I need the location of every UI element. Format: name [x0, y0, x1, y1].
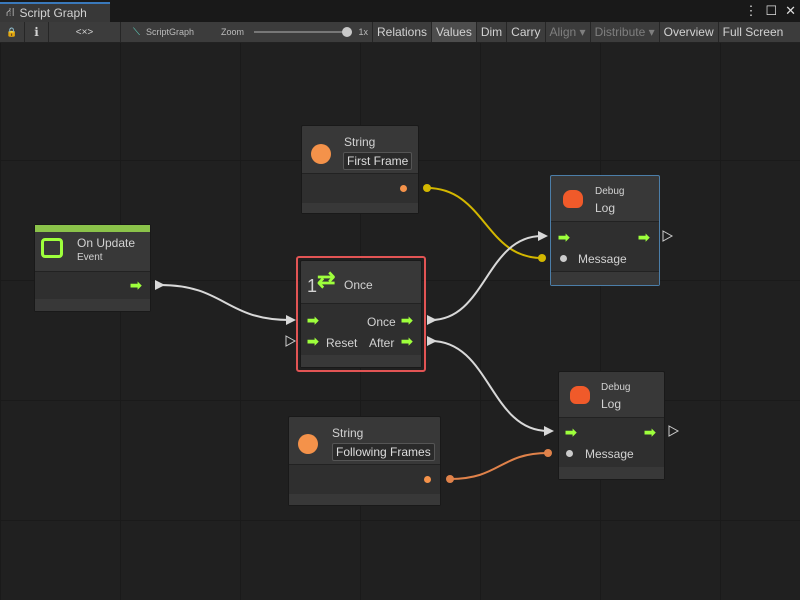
port-label-message: Message	[585, 447, 634, 461]
string-value-input[interactable]: First Frame	[343, 152, 413, 170]
debug-log-node-1[interactable]: Debug Log ➡ ➡ Message	[550, 175, 660, 286]
wire-after-to-log2[interactable]	[430, 340, 549, 432]
wire-string2-to-log2[interactable]	[449, 452, 549, 480]
port-triangle-empty[interactable]	[285, 335, 297, 347]
selection-outline	[296, 256, 426, 372]
align-dropdown[interactable]: Align ▾	[546, 22, 591, 42]
relations-button[interactable]: Relations	[373, 22, 433, 42]
port-dot[interactable]	[423, 184, 431, 192]
bug-icon	[563, 190, 583, 208]
zoom-slider[interactable]	[253, 27, 353, 37]
string-node-first-frame[interactable]: String First Frame	[301, 125, 419, 214]
message-port-dot[interactable]	[560, 255, 567, 262]
port-dot[interactable]	[446, 475, 454, 483]
message-port-dot[interactable]	[566, 450, 573, 457]
dim-button[interactable]: Dim	[477, 22, 508, 42]
trigger-out-icon[interactable]: ➡	[401, 333, 413, 349]
trigger-in-icon[interactable]: ➡	[307, 312, 319, 328]
port-label-after: After	[369, 336, 395, 350]
node-title: Once	[344, 278, 373, 292]
port-triangle[interactable]	[544, 426, 554, 436]
string-icon	[311, 144, 331, 164]
reset-in-icon[interactable]: ➡	[307, 333, 319, 349]
node-category: Debug	[601, 382, 631, 393]
port-triangle[interactable]	[155, 280, 165, 290]
node-category: Debug	[595, 186, 625, 197]
port-dot[interactable]	[544, 449, 552, 457]
trigger-out-icon[interactable]: ➡	[644, 424, 656, 440]
breadcrumb-graph[interactable]: ScriptGraph	[146, 27, 195, 37]
once-count: 1	[307, 276, 318, 296]
window-title: Script Graph	[19, 6, 87, 20]
node-title: Log	[601, 397, 622, 411]
on-update-event-node[interactable]: On Update Event ➡	[34, 224, 151, 312]
zoom-label: Zoom	[220, 27, 244, 37]
update-loop-icon	[41, 238, 63, 258]
embed-button[interactable]: <×>	[49, 22, 121, 42]
info-icon: ℹ	[34, 25, 39, 39]
info-button[interactable]: ℹ	[25, 22, 49, 42]
string-icon	[298, 434, 318, 454]
node-title: String	[332, 426, 364, 440]
node-title: On Update	[77, 236, 136, 250]
port-dot[interactable]	[538, 254, 546, 262]
port-label-once: Once	[367, 315, 396, 329]
more-options-icon[interactable]: ⋮	[744, 3, 758, 18]
zoom-slider-handle[interactable]	[342, 27, 353, 37]
carry-button[interactable]: Carry	[507, 22, 546, 42]
bug-icon	[570, 386, 590, 404]
port-label-reset: Reset	[326, 336, 358, 350]
overview-button[interactable]: Overview	[660, 22, 719, 42]
output-port[interactable]	[400, 185, 407, 192]
full-screen-button[interactable]: Full Screen	[722, 25, 784, 39]
port-triangle-empty[interactable]	[662, 230, 674, 242]
port-label-message: Message	[578, 252, 627, 266]
wire-string1-to-log1[interactable]	[426, 187, 543, 259]
lock-icon: 🔒	[6, 26, 18, 37]
close-icon[interactable]: ✕	[785, 3, 796, 18]
string-node-following-frames[interactable]: String Following Frames	[288, 416, 441, 506]
wire-update-to-once[interactable]	[159, 284, 291, 321]
tab-bar: ⛙ Script Graph ⋮ ☐ ✕	[0, 0, 800, 22]
node-title: String	[344, 135, 376, 149]
toolbar: 🔒 ℹ <×> ⟍ ScriptGraph Zoom 1x Relations …	[0, 22, 800, 43]
trigger-out-icon[interactable]: ➡	[638, 229, 650, 245]
tab-script-graph[interactable]: ⛙ Script Graph	[0, 2, 110, 22]
breadcrumb: ⟍ ScriptGraph Zoom 1x	[121, 22, 373, 42]
once-node[interactable]: 1 ⇄ Once ➡ Once ➡ ➡ Reset After ➡	[300, 260, 422, 368]
output-port[interactable]	[424, 476, 431, 483]
zoom-value: 1x	[358, 27, 368, 37]
string-value-input[interactable]: Following Frames	[332, 443, 435, 461]
trigger-in-icon[interactable]: ➡	[565, 424, 577, 440]
node-subtitle: Event	[77, 252, 103, 263]
maximize-icon[interactable]: ☐	[765, 3, 778, 18]
hierarchy-icon: ⛙	[6, 5, 15, 19]
port-triangle[interactable]	[538, 231, 548, 241]
values-button[interactable]: Values	[432, 22, 477, 42]
node-title: Log	[595, 201, 616, 215]
port-triangle[interactable]	[427, 315, 437, 325]
trigger-in-icon[interactable]: ➡	[558, 229, 570, 245]
wire-once-to-log1[interactable]	[430, 235, 543, 321]
lock-button[interactable]: 🔒	[0, 22, 25, 42]
trigger-out-icon[interactable]: ➡	[401, 312, 413, 328]
port-triangle[interactable]	[427, 336, 437, 346]
port-triangle-empty[interactable]	[668, 425, 680, 437]
trigger-out-icon[interactable]: ➡	[130, 277, 142, 293]
port-triangle[interactable]	[286, 315, 296, 325]
debug-log-node-2[interactable]: Debug Log ➡ ➡ Message	[558, 371, 665, 480]
once-icon: ⇄	[317, 267, 336, 292]
distribute-dropdown[interactable]: Distribute ▾	[591, 22, 660, 42]
embed-icon: <×>	[75, 26, 94, 38]
graph-icon: ⟍	[133, 26, 140, 38]
